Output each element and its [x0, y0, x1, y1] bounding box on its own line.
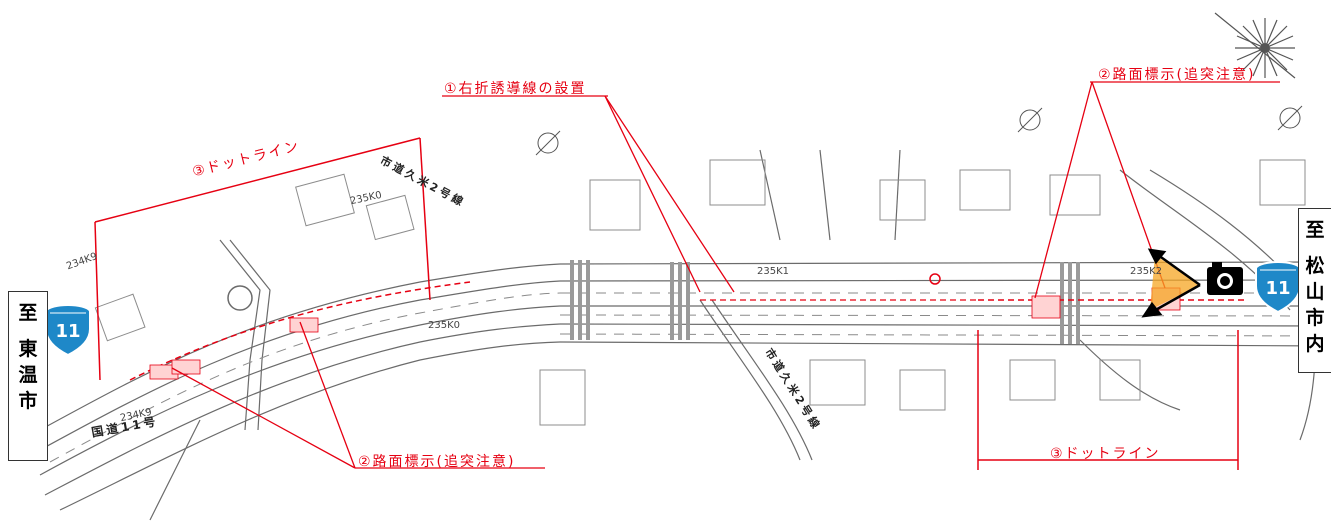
north-arrow-icon: [1214, 12, 1296, 79]
camera-icon: [1207, 262, 1243, 295]
destination-east-prefix: 至: [1305, 219, 1325, 241]
route-shield-number: 11: [1265, 278, 1290, 299]
route-shield-icon: 11: [45, 304, 91, 357]
dot-line-zone-east: [977, 299, 1245, 470]
route-shield-icon: 11: [1255, 261, 1301, 314]
roundabout: [227, 285, 253, 311]
label-dot-line-east: ③ドットライン: [1050, 446, 1161, 462]
leader-lines: [171, 81, 1280, 469]
building-outlines: [94, 159, 1306, 426]
signal-marker: [929, 273, 941, 285]
destination-west-sign: 至 東温市: [8, 291, 48, 461]
destination-east-sign: 至 松山市内: [1298, 208, 1331, 373]
label-road-marking-top: ②路面標示(追突注意): [1098, 67, 1256, 83]
station-235k1: 235K1: [757, 266, 790, 277]
station-235k0: 235K0: [428, 320, 461, 331]
destination-west-prefix: 至: [18, 302, 38, 324]
crosswalks: [570, 260, 1080, 344]
camera-view-arrows: [1141, 248, 1201, 318]
station-235k2: 235K2: [1130, 266, 1163, 277]
camera-view-cone: [1150, 255, 1200, 310]
dot-line-zone-west: [94, 137, 471, 381]
route-shield-number: 11: [55, 321, 80, 342]
destination-east-name: 松山市内: [1305, 255, 1325, 355]
label-right-turn-guide: ①右折誘導線の設置: [444, 81, 587, 97]
destination-west-name: 東温市: [18, 338, 38, 412]
label-road-marking-bottom: ②路面標示(追突注意): [358, 454, 516, 470]
survey-markers: [535, 105, 1303, 156]
